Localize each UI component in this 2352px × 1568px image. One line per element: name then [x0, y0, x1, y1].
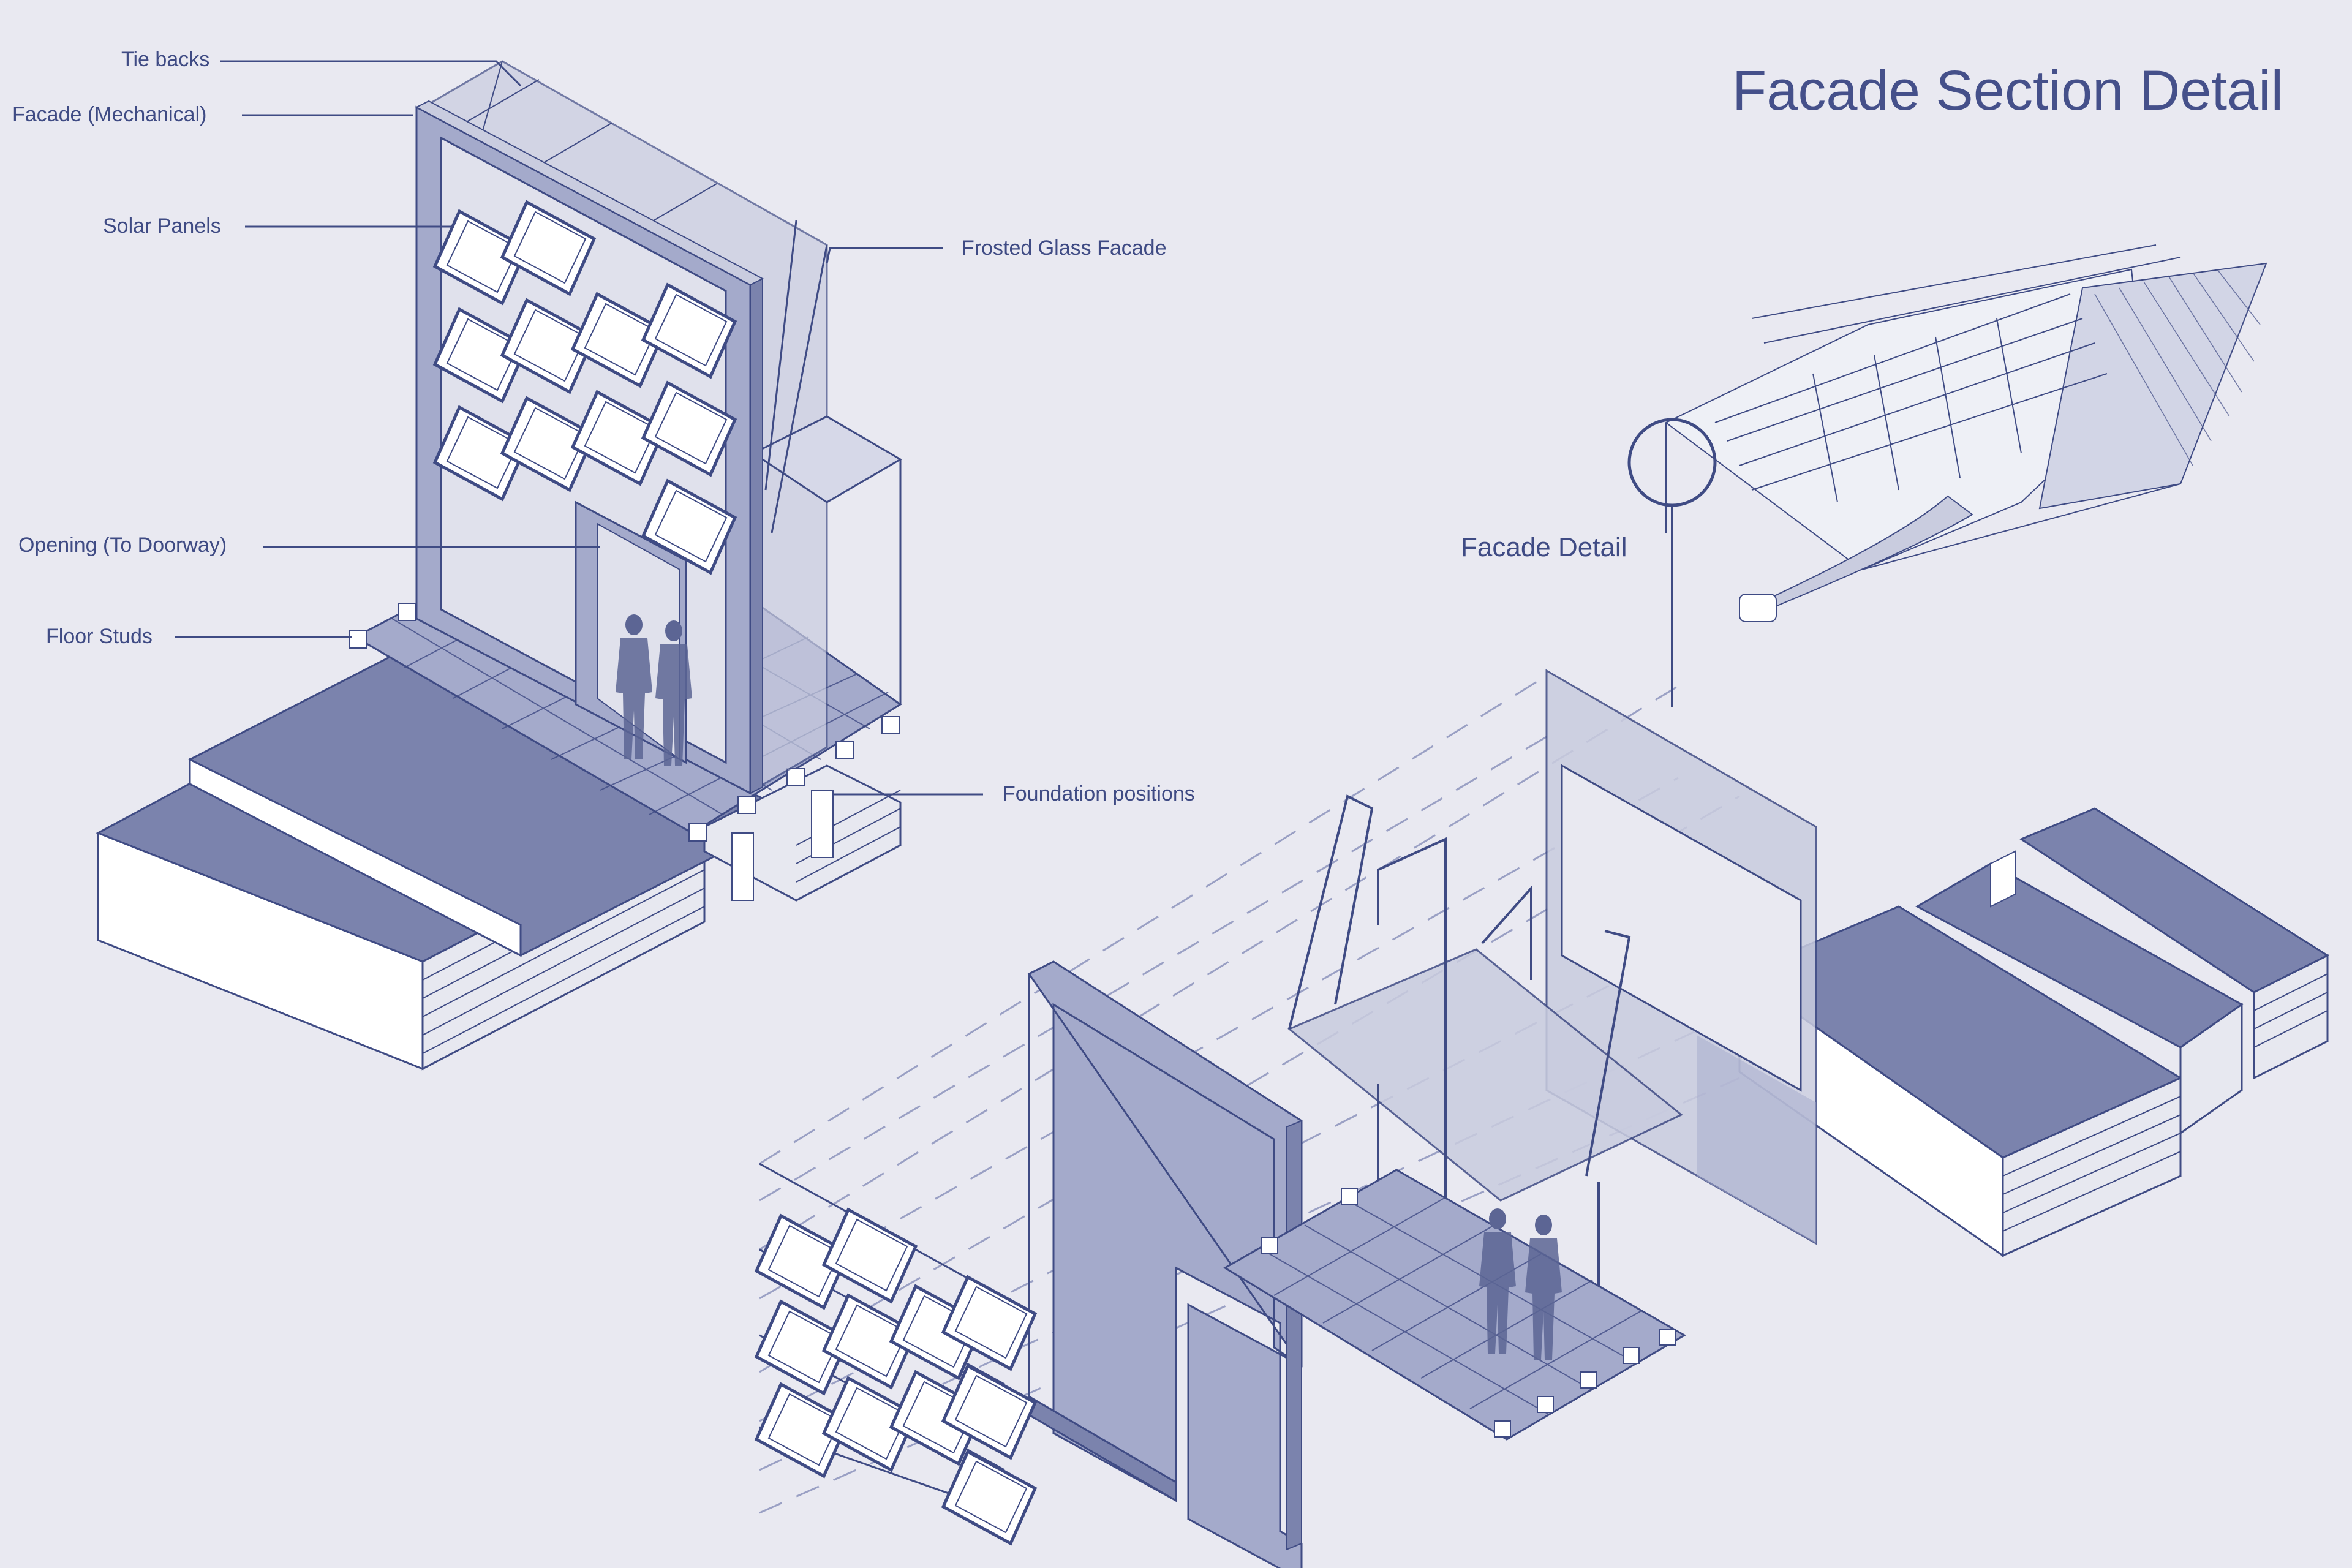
callout-tie-backs: Tie backs	[121, 48, 210, 71]
callout-frosted-glass: Frosted Glass Facade	[962, 236, 1167, 260]
page-title: Facade Section Detail	[1732, 59, 2284, 122]
facade-detail-label: Facade Detail	[1461, 532, 1627, 562]
callout-facade-mechanical: Facade (Mechanical)	[12, 103, 207, 126]
callout-foundation: Foundation positions	[1003, 782, 1195, 805]
callout-floor-studs: Floor Studs	[46, 625, 153, 648]
building-overview	[1665, 244, 2267, 622]
callout-opening: Opening (To Doorway)	[18, 533, 227, 557]
callout-leaders	[175, 60, 983, 796]
callout-solar-panels: Solar Panels	[103, 214, 221, 238]
left-assembly	[96, 60, 902, 1071]
exploded-assembly	[756, 669, 2330, 1568]
detail-circle	[1627, 418, 1717, 507]
